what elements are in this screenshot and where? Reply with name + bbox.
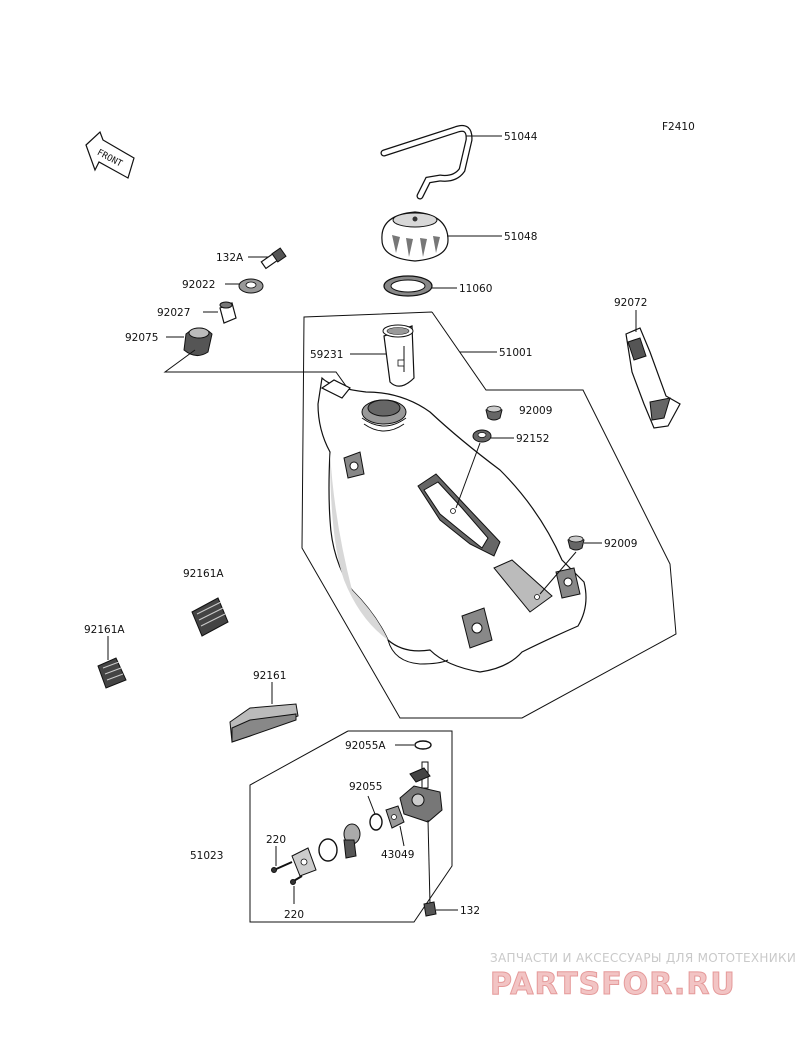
part-label-92072: 92072	[614, 297, 647, 309]
part-label-132A: 132A	[216, 252, 244, 264]
part-label-92022: 92022	[182, 279, 215, 291]
lever-43049	[385, 805, 405, 847]
fuel-cap-51048	[381, 211, 502, 262]
pad-92161	[229, 682, 299, 743]
strap-92072	[625, 310, 681, 429]
pad-92161A-lower	[97, 636, 127, 689]
figure-code: F2410	[662, 121, 695, 133]
part-label-51044: 51044	[504, 131, 538, 143]
grommet-92152	[455, 429, 514, 509]
cap-92009-upper	[485, 405, 503, 421]
part-label-11060: 11060	[459, 283, 492, 295]
damper-92075	[166, 327, 213, 356]
part-label-92161A-lower: 92161A	[84, 624, 125, 636]
part-label-132: 132	[460, 905, 480, 917]
screw-220-lower	[290, 875, 303, 904]
part-label-92027: 92027	[157, 307, 190, 319]
part-label-92075: 92075	[125, 332, 158, 344]
watermark: ЗАПЧАСТИ И АКСЕССУАРЫ ДЛЯ МОТОТЕХНИКИ PA…	[490, 951, 796, 1003]
o-ring-92055A	[395, 740, 432, 750]
pad-92161A-upper	[191, 597, 229, 637]
part-label-92161: 92161	[253, 670, 286, 682]
part-label-92055A: 92055A	[345, 740, 386, 752]
part-label-92009-upper: 92009	[519, 405, 552, 417]
part-label-51048: 51048	[504, 231, 537, 243]
o-ring-large	[318, 838, 338, 862]
part-label-92161A-upper: 92161A	[183, 568, 224, 580]
part-label-43049: 43049	[381, 849, 414, 861]
strainer	[343, 823, 361, 859]
part-label-92009-lower: 92009	[604, 538, 637, 550]
mount-plate	[291, 847, 317, 877]
fuel-cock-body	[399, 761, 443, 905]
leader-92075-group	[163, 349, 347, 387]
part-label-51023: 51023	[190, 850, 223, 862]
part-label-220-upper: 220	[266, 834, 286, 846]
cap-92009-lower	[539, 535, 602, 595]
screw-220-upper	[271, 846, 293, 873]
bolt-132	[423, 901, 458, 917]
part-label-51001: 51001	[499, 347, 532, 359]
watermark-tagline: ЗАПЧАСТИ И АКСЕССУАРЫ ДЛЯ МОТОТЕХНИКИ	[490, 951, 796, 965]
part-label-92152: 92152	[516, 433, 549, 445]
fuel-cock-boundary	[249, 730, 453, 923]
front-arrow-icon: FRONT	[85, 130, 135, 179]
part-label-59231: 59231	[310, 349, 343, 361]
fuel-tank-51001	[317, 376, 587, 673]
o-ring-92055	[367, 795, 383, 831]
bolt-132A	[248, 247, 287, 270]
cap-gasket-11060	[383, 275, 457, 297]
washer-92022	[225, 278, 264, 294]
filter-59231	[350, 324, 415, 387]
breather-hose-51044	[380, 124, 502, 200]
part-label-220-lower: 220	[284, 909, 304, 921]
watermark-logo: PARTSFOR.RU	[490, 967, 736, 1002]
part-label-92055: 92055	[349, 781, 382, 793]
collar-92027	[203, 301, 237, 324]
tank-boundary	[301, 311, 677, 719]
